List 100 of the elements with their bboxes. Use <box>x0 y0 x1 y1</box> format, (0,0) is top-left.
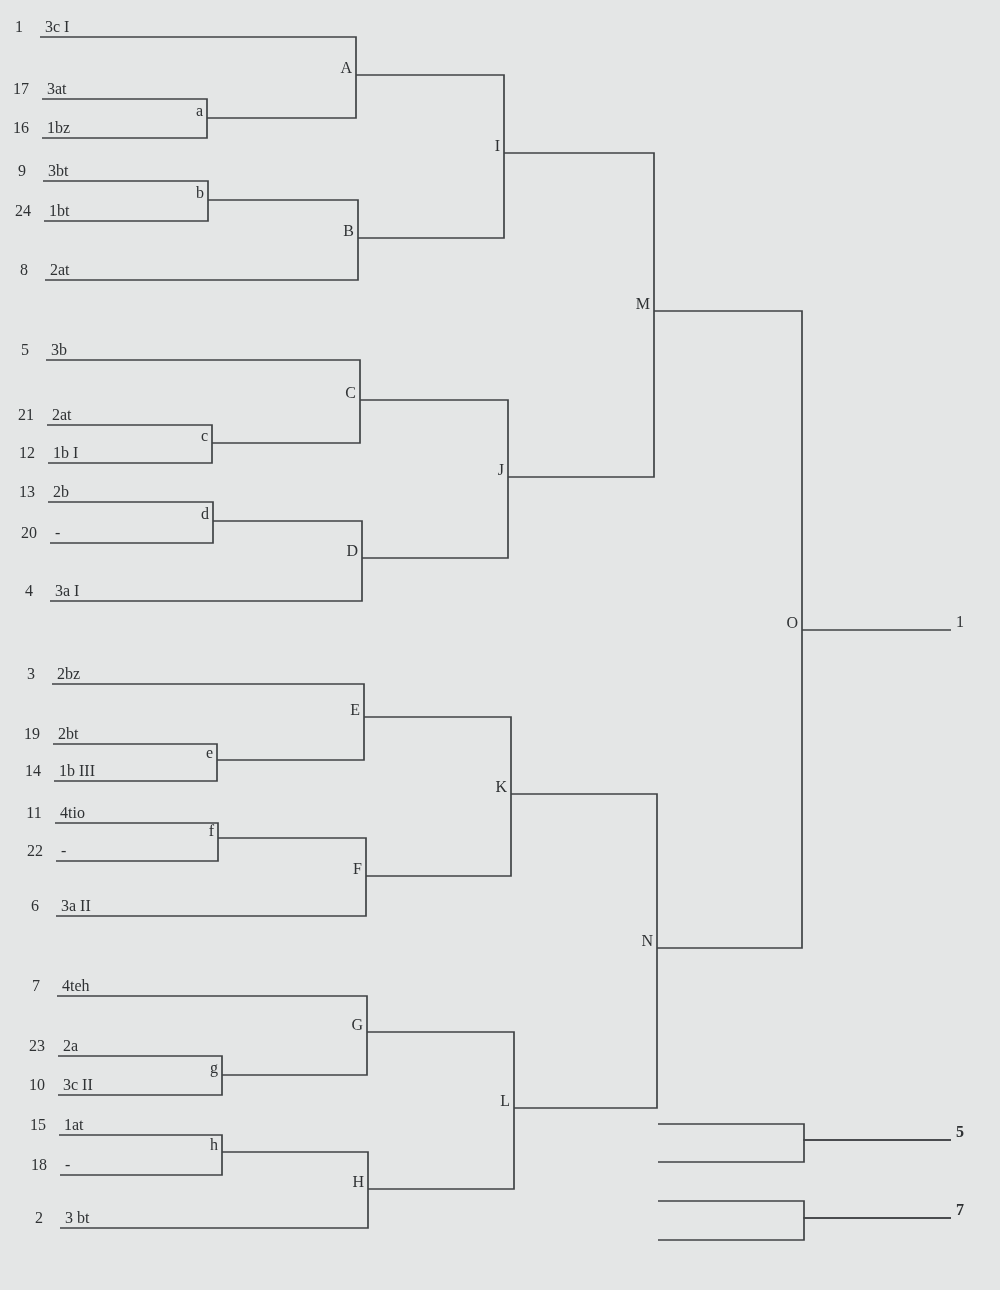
bracket-line <box>47 501 214 522</box>
entrant-name: 1bt <box>49 202 70 220</box>
match-label: d <box>201 505 209 523</box>
seed-number: 21 <box>18 406 34 424</box>
bracket-line <box>54 822 219 839</box>
seed-number: 2 <box>35 1209 43 1227</box>
bracket-line <box>42 180 209 201</box>
entrant-name: 2b <box>53 483 69 501</box>
entrant-name: 1at <box>64 1116 84 1134</box>
match-label: e <box>205 744 213 762</box>
bracket-line <box>359 399 509 478</box>
bracket-line <box>801 629 952 631</box>
entrant-name: - <box>65 1156 71 1174</box>
seed-number: 15 <box>30 1116 46 1134</box>
match-label: a <box>195 102 203 120</box>
bracket-line <box>43 199 209 222</box>
bracket-line <box>217 837 367 877</box>
bracket-line <box>55 875 367 917</box>
entrant-name: 1b III <box>59 762 95 780</box>
match-label: N <box>641 932 653 950</box>
entrant-name: 2at <box>52 406 72 424</box>
match-label: K <box>495 778 507 796</box>
match-label: F <box>353 860 362 878</box>
match-label: g <box>210 1059 218 1077</box>
bracket-line <box>41 117 208 139</box>
bracket-line <box>207 199 359 239</box>
entrant-name: 1bz <box>47 119 71 137</box>
seed-number: 4 <box>25 582 33 600</box>
seed-number: 8 <box>20 261 28 279</box>
bracket-line <box>367 1107 515 1190</box>
seed-number: 18 <box>31 1156 47 1174</box>
entrant-name: - <box>55 524 61 542</box>
entrant-name: 3at <box>47 80 67 98</box>
bracket-line <box>355 74 505 154</box>
bracket-line <box>653 310 803 631</box>
match-label: D <box>346 542 358 560</box>
entrant-name: 1b I <box>53 444 79 462</box>
entrant-name: 3a II <box>61 897 91 915</box>
entrant-name: 2bt <box>58 725 79 743</box>
bracket-line <box>46 424 213 444</box>
seed-number: 16 <box>13 119 29 137</box>
match-label: H <box>352 1173 364 1191</box>
seed-number: 24 <box>15 202 31 220</box>
place-number: 1 <box>956 613 964 631</box>
seed-number: 17 <box>13 80 29 98</box>
seed-number: 7 <box>32 977 40 995</box>
match-label: C <box>345 384 356 402</box>
entrant-name: 3a I <box>55 582 80 600</box>
seed-number: 22 <box>27 842 43 860</box>
bracket-line <box>510 793 658 949</box>
bracket-line <box>41 98 208 119</box>
bracket-line <box>47 442 213 464</box>
bracket-line <box>59 1151 223 1176</box>
bracket-line <box>513 947 658 1109</box>
seed-number: 5 <box>21 341 29 359</box>
entrant-name: 2bz <box>57 665 81 683</box>
bracket-line <box>221 1151 369 1190</box>
bracket-line <box>216 716 365 761</box>
seed-number: 23 <box>29 1037 45 1055</box>
entrant-name: - <box>61 842 67 860</box>
bracket-line <box>212 520 363 559</box>
seed-number: 3 <box>27 665 35 683</box>
seed-number: 11 <box>26 804 42 822</box>
match-label: I <box>494 137 500 155</box>
bracket-line <box>59 1188 369 1229</box>
seed-number: 20 <box>21 524 37 542</box>
bracket-line <box>211 399 361 444</box>
match-label: M <box>635 295 650 313</box>
bracket-line <box>45 359 361 401</box>
bracket-line <box>52 743 218 761</box>
bracket-line <box>53 759 218 782</box>
bracket-line <box>57 1055 223 1076</box>
bracket-line <box>49 557 363 602</box>
entrant-name: 3c I <box>45 18 70 36</box>
bracket-line <box>57 1074 223 1096</box>
bracket-line <box>39 36 357 76</box>
seed-number: 9 <box>18 162 26 180</box>
match-label: c <box>200 427 208 445</box>
match-label: O <box>786 614 798 632</box>
match-label: E <box>350 701 360 719</box>
bracket-line <box>657 1139 952 1163</box>
seed-number: 19 <box>24 725 40 743</box>
entrant-name: 4tio <box>60 804 85 822</box>
seed-number: 10 <box>29 1076 45 1094</box>
entrant-name: 2a <box>63 1037 79 1055</box>
match-label: L <box>500 1092 510 1110</box>
entrant-name: 4teh <box>62 977 90 995</box>
bracket-line <box>503 152 655 312</box>
bracket-line <box>361 476 509 559</box>
match-label: f <box>208 822 214 840</box>
bracket-line <box>657 1217 952 1241</box>
entrant-name: 2at <box>50 261 70 279</box>
bracket-line <box>507 310 655 478</box>
seed-number: 13 <box>19 483 35 501</box>
bracket-line <box>51 683 365 718</box>
bracket-line <box>357 152 505 239</box>
entrant-name: 3 bt <box>65 1209 90 1227</box>
bracket-line <box>656 629 803 949</box>
bracket-line <box>366 1031 515 1109</box>
bracket-line <box>221 1031 368 1076</box>
